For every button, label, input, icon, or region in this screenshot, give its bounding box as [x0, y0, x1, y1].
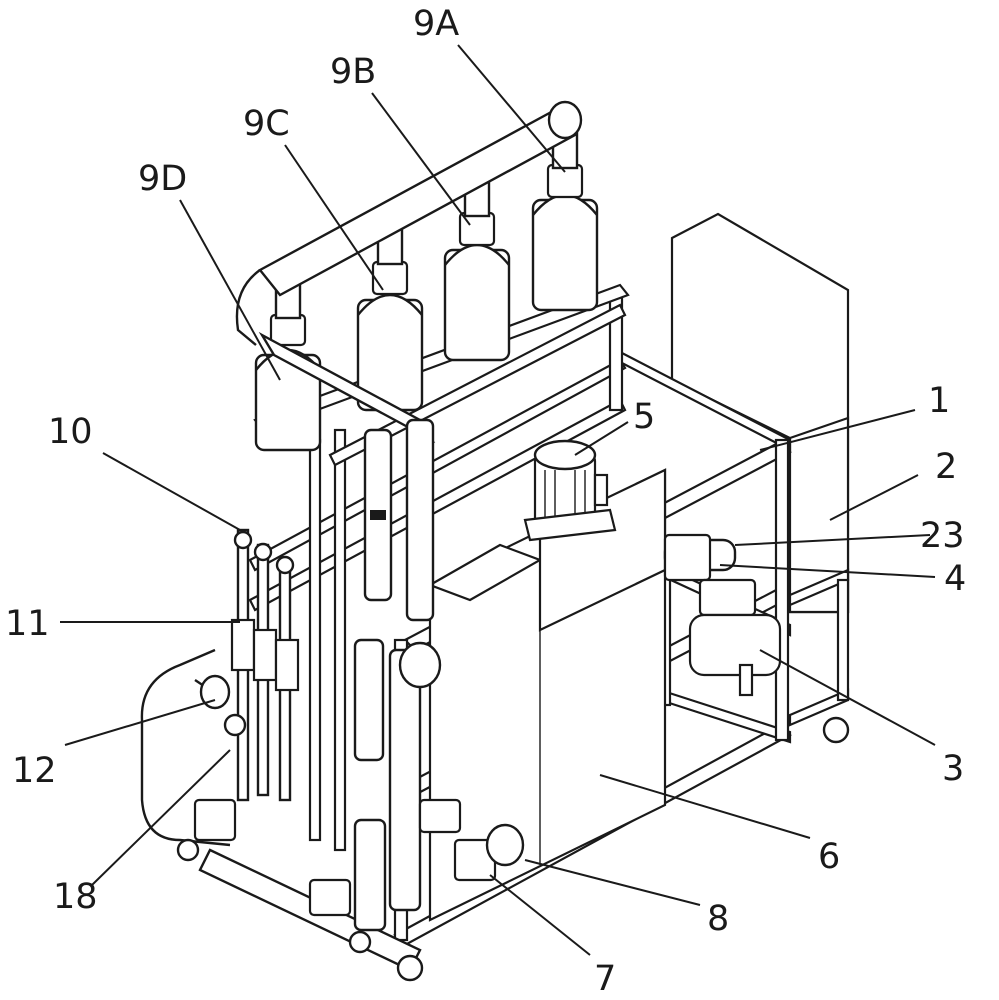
top-manifold	[235, 100, 583, 622]
flow-meters	[230, 528, 300, 802]
left-loop-pipe	[140, 648, 247, 847]
label-18: 18	[53, 877, 98, 917]
filter-vessels	[254, 126, 599, 452]
filter-vessel-9b	[443, 176, 511, 362]
label-1: 1	[928, 381, 950, 421]
label-3: 3	[942, 749, 964, 789]
label-4: 4	[944, 559, 966, 599]
label-5: 5	[633, 397, 655, 437]
label-9c: 9C	[243, 104, 290, 144]
label-2: 2	[935, 447, 957, 487]
filter-vessel-9c	[356, 220, 424, 412]
motor	[523, 439, 617, 542]
leader-lines	[60, 44, 936, 956]
reference-labels: 9A 9B 9C 9D 10 11 12 18 1 2 23 4 3 5 6 8…	[5, 4, 966, 999]
label-9b: 9B	[330, 52, 376, 92]
casters	[176, 716, 850, 982]
filter-vessel-9a	[531, 126, 599, 312]
label-8: 8	[707, 899, 729, 939]
label-7: 7	[594, 959, 616, 999]
label-11: 11	[5, 604, 50, 644]
label-12: 12	[12, 751, 57, 791]
label-9a: 9A	[413, 4, 459, 44]
pump-assembly	[663, 533, 782, 697]
water-tank	[427, 468, 667, 922]
label-23: 23	[920, 516, 965, 556]
label-9d: 9D	[138, 159, 187, 199]
label-10: 10	[48, 412, 93, 452]
label-6: 6	[818, 837, 840, 877]
